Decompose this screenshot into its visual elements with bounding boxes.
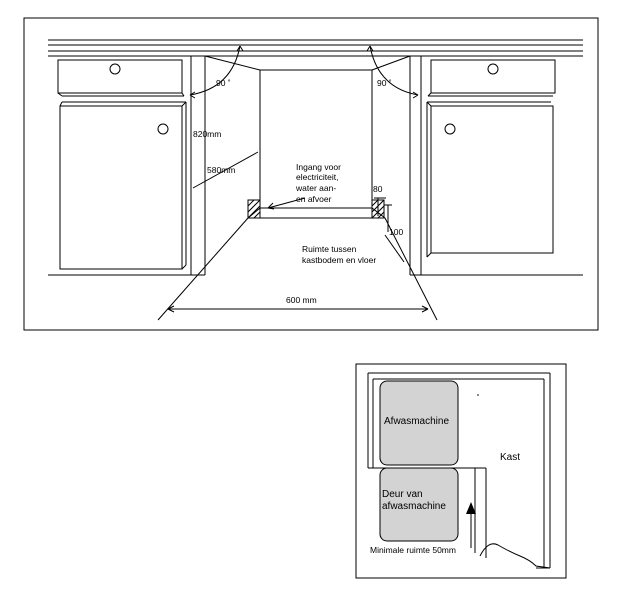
space-label-1: Ruimte tussen <box>302 244 357 254</box>
left-drawer-knob <box>109 63 121 75</box>
left-drawer <box>57 59 183 94</box>
door-swing-curve <box>479 543 551 569</box>
floorplan-view: Afwasmachine Deur van afwasmachine Kast … <box>355 363 567 579</box>
inlet-label-4: en afvoer <box>296 194 332 204</box>
top-diagram-frame <box>23 17 599 331</box>
depth-label: 580mm <box>207 165 235 175</box>
left-door-knob <box>157 123 169 135</box>
right-door-knob <box>444 123 456 135</box>
left-door <box>59 105 183 270</box>
door-label-1: Deur van <box>382 489 423 500</box>
dishwasher-box <box>379 380 459 466</box>
width-label: 600 mm <box>286 295 317 305</box>
right-drawer <box>430 59 556 94</box>
depth-line <box>192 151 259 189</box>
dishwasher-door-box <box>379 467 459 542</box>
angle-arc-left <box>189 45 241 96</box>
cabinet-label: Kast <box>500 452 520 463</box>
installation-view: 90 ˚ 90 ˚ 820mm 580mm Ingang voor electr… <box>23 17 599 331</box>
left-cabinet <box>48 56 206 276</box>
right-door <box>430 105 554 254</box>
angle-left-label: 90 ˚ <box>216 78 231 88</box>
inlet-leader <box>267 197 306 209</box>
height-label: 820mm <box>193 129 221 139</box>
countertop <box>48 39 583 57</box>
right-cabinet <box>409 56 583 276</box>
bottom-diagram-frame <box>355 363 567 579</box>
angle-right-label: 90 ˚ <box>377 78 392 88</box>
niche <box>157 55 438 321</box>
inlet-label-3: water aan- <box>295 183 336 193</box>
dim-100-label: 100 <box>389 227 403 237</box>
space-leader <box>384 234 405 263</box>
angle-arc-right <box>369 45 419 96</box>
left-hatch <box>247 199 261 219</box>
space-label-2: kastbodem en vloer <box>302 255 376 265</box>
dimensions <box>167 45 429 313</box>
min-space-label: Minimale ruimte 50mm <box>370 545 456 555</box>
door-label-2: afwasmachine <box>382 501 446 512</box>
dishwasher-label: Afwasmachine <box>384 416 449 427</box>
right-drawer-knob <box>487 63 499 75</box>
dim-80-label: 80 <box>373 184 383 194</box>
inlet-label-1: Ingang voor <box>296 162 341 172</box>
inlet-label-2: electriciteit, <box>296 172 339 182</box>
